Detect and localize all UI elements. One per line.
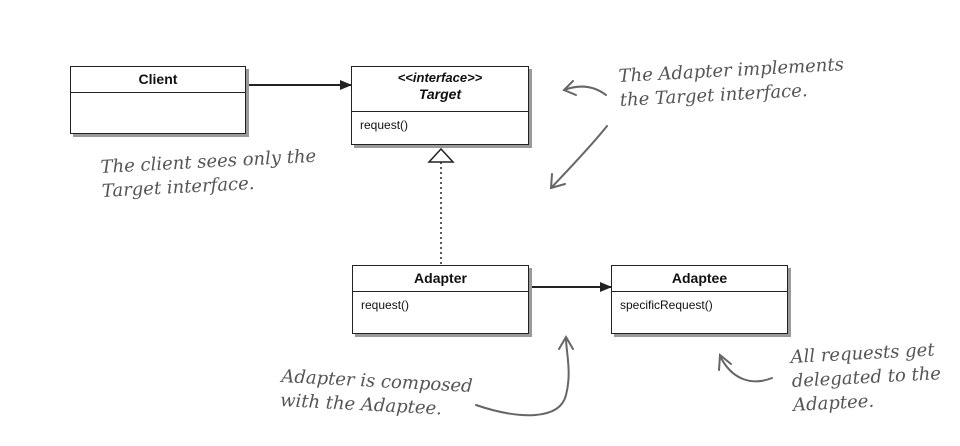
realization-triangle [427,147,455,163]
target-stereotype: <<interface>> [397,70,483,85]
target-interface-header: <<interface>> Target [352,67,528,112]
adapter-class-name: Adapter [353,266,528,292]
adaptee-class-box: Adaptee specificRequest() [611,265,788,334]
adapter-method: request() [361,298,410,312]
target-interface-name: Target [418,86,462,102]
adaptee-method: specificRequest() [620,298,713,312]
adapter-class-box: Adapter request() [352,265,529,334]
client-class-name: Client [71,67,245,93]
delegated-hand-arrow [718,352,773,383]
target-method: request() [360,118,409,132]
composed-note: Adapter is composed with the Adaptee. [279,365,474,423]
adaptee-class-name: Adaptee [612,266,787,292]
composed-hand-arrow [475,335,574,417]
delegated-note: All requests get delegated to the Adapte… [790,338,943,418]
client-class-box: Client [70,66,246,134]
client-class-body [71,93,245,99]
implements-hand-arrow [549,80,608,190]
target-interface-box: <<interface>> Target request() [351,66,529,145]
